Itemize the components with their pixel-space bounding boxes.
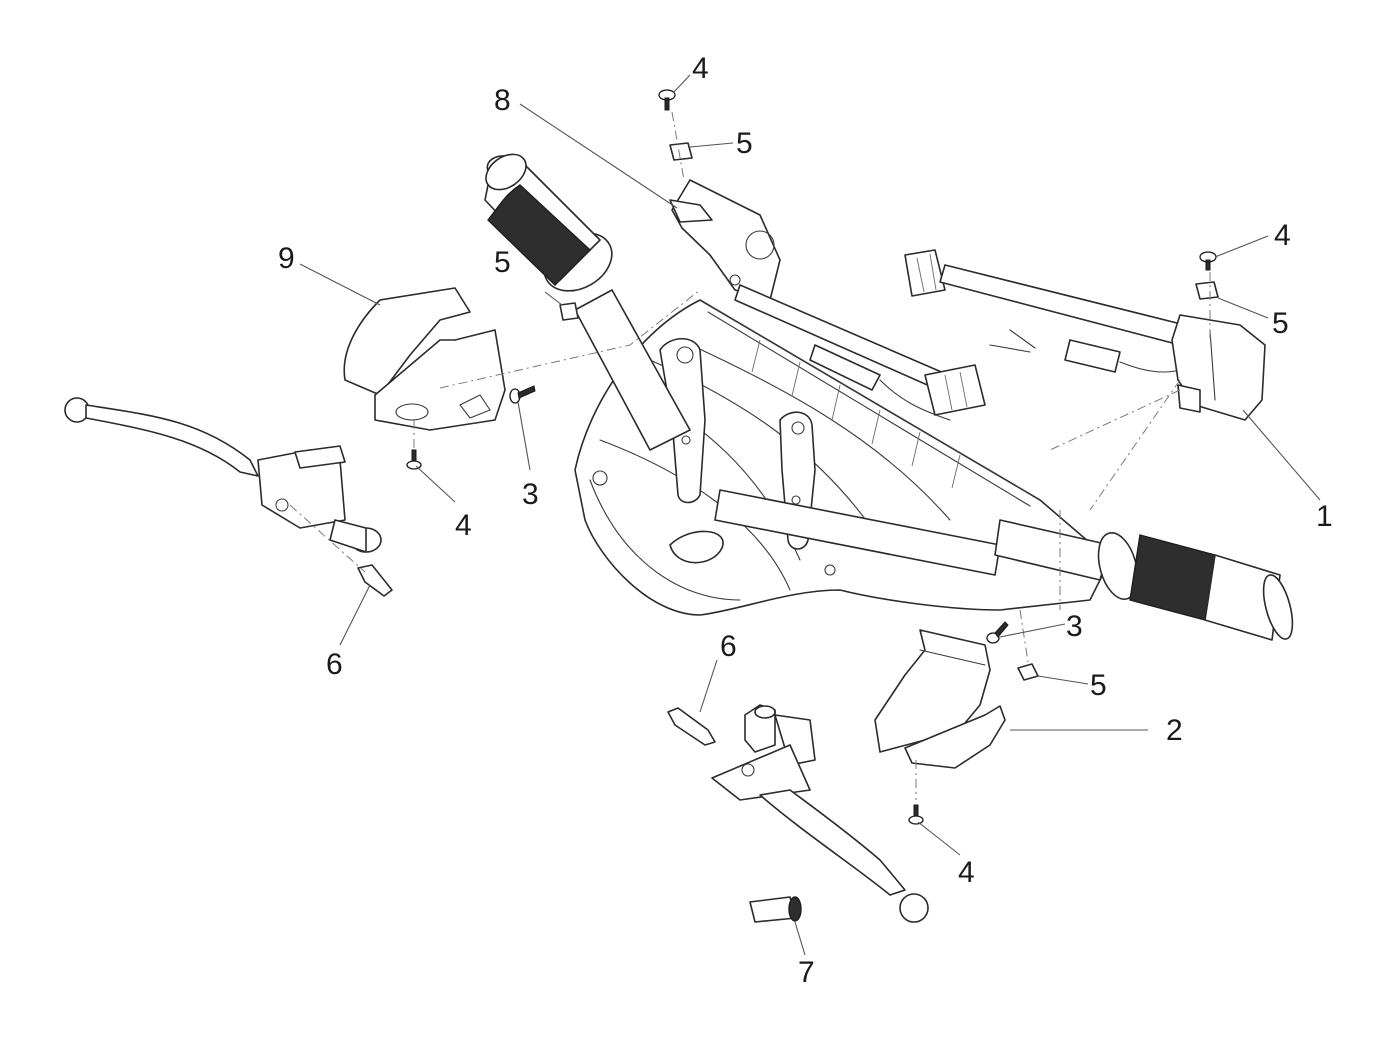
screw-4-top-right: [1199, 251, 1217, 271]
callout-5-left: 5: [494, 246, 511, 279]
right-handlebar-switch: [904, 249, 1266, 421]
callout-3-right: 3: [1066, 610, 1083, 643]
callout-7: 7: [798, 956, 815, 989]
callout-9: 9: [278, 242, 295, 275]
right-grip: [994, 519, 1294, 641]
callout-labels: 1 2 3 3 4 4 4 4 5 5 5 5 6 6 7 8 9: [278, 52, 1333, 989]
callout-4-top: 4: [692, 52, 709, 85]
screw-3-right: [986, 621, 1009, 644]
leader-6b: [699, 659, 718, 713]
leader-4d: [917, 821, 961, 856]
stop-switch-6-left: [357, 564, 393, 597]
leader-9: [299, 263, 381, 306]
right-lever-cover: [874, 629, 1006, 769]
leader-4a: [672, 74, 691, 94]
leader-4c: [415, 465, 456, 503]
left-lever-cover: [343, 287, 506, 431]
left-grip: [484, 153, 691, 451]
callout-1: 1: [1316, 500, 1333, 533]
left-brake-lever: [64, 397, 382, 553]
leader-5c: [544, 291, 563, 306]
callout-2: 2: [1166, 714, 1183, 747]
assembly-guide-lines: [289, 111, 1211, 800]
leader-8: [519, 103, 678, 209]
callout-4-top-right: 4: [1274, 219, 1291, 252]
leader-1: [1242, 409, 1321, 501]
left-handlebar-switch: [669, 179, 986, 421]
leader-5d: [1037, 675, 1089, 685]
clip-5-left: [559, 302, 579, 321]
leader-7: [794, 921, 806, 956]
screw-4-top: [658, 89, 676, 111]
clip-5-top: [669, 142, 693, 161]
leader-3b: [999, 623, 1066, 638]
leader-4b: [1214, 235, 1269, 258]
clip-5-top-right: [1195, 281, 1219, 300]
callout-4-left-cover: 4: [455, 509, 472, 542]
callout-5-right: 5: [1090, 669, 1107, 702]
handlebar-frame: [574, 299, 1111, 616]
clip-5-right: [1017, 663, 1039, 681]
callout-4-right-cover: 4: [958, 856, 975, 889]
leader-lines: [299, 74, 1321, 956]
leader-6a: [339, 584, 371, 646]
leader-5b: [1217, 297, 1269, 319]
callout-8: 8: [494, 84, 511, 117]
callout-5-top: 5: [736, 127, 753, 160]
callout-6-right: 6: [720, 630, 737, 663]
callout-3-left: 3: [522, 478, 539, 511]
right-brake-lever: [711, 704, 929, 923]
leader-3a: [517, 401, 531, 471]
callout-5-top-right: 5: [1272, 307, 1289, 340]
connector-7: [749, 896, 802, 923]
screw-3-left: [509, 385, 536, 404]
screw-4-right-cover: [908, 804, 924, 825]
callout-6-left: 6: [326, 648, 343, 681]
leader-5a: [689, 142, 734, 148]
screw-4-left-cover: [406, 449, 422, 470]
stop-switch-6-right: [667, 707, 716, 746]
